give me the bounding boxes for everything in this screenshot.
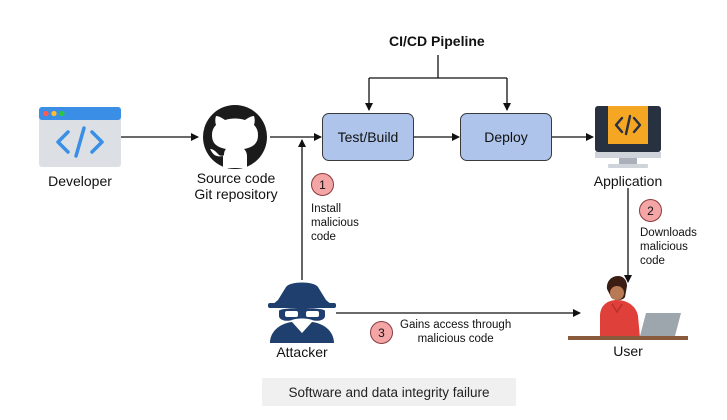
step-2-badge: 2	[639, 199, 662, 222]
attacker-label: Attacker	[276, 344, 328, 360]
step-2-line: Downloads	[640, 227, 697, 239]
user-label: User	[613, 343, 643, 359]
step-2-text: Downloads malicious code	[640, 226, 697, 268]
step-1-line: code	[311, 231, 336, 243]
test-build-box: Test/Build	[322, 113, 414, 161]
step-3-line: Gains access through	[400, 319, 512, 331]
monitor-code-icon	[595, 106, 661, 168]
caption: Software and data integrity failure	[262, 378, 516, 406]
application-label: Application	[593, 173, 663, 189]
step-2-line: code	[640, 255, 665, 267]
pipeline-title: CI/CD Pipeline	[389, 33, 485, 49]
step-3-text: Gains access through malicious code	[400, 318, 511, 346]
step-1-line: malicious	[311, 217, 359, 229]
source-label-line2: Git repository	[194, 186, 278, 202]
deploy-box: Deploy	[460, 113, 552, 161]
step-3-line: malicious code	[417, 333, 494, 345]
spy-icon	[268, 282, 336, 343]
step-1-badge: 1	[311, 173, 334, 196]
step-1-text: Install malicious code	[311, 202, 359, 244]
code-window-icon	[39, 107, 121, 167]
user-laptop-icon	[568, 276, 688, 340]
source-label-line1: Source code	[196, 170, 276, 186]
step-3-badge: 3	[370, 321, 393, 344]
step-2-line: malicious	[640, 241, 688, 253]
developer-label: Developer	[48, 173, 112, 189]
source-label: Source code Git repository	[180, 170, 292, 202]
step-1-line: Install	[311, 203, 342, 215]
github-icon	[203, 105, 267, 169]
